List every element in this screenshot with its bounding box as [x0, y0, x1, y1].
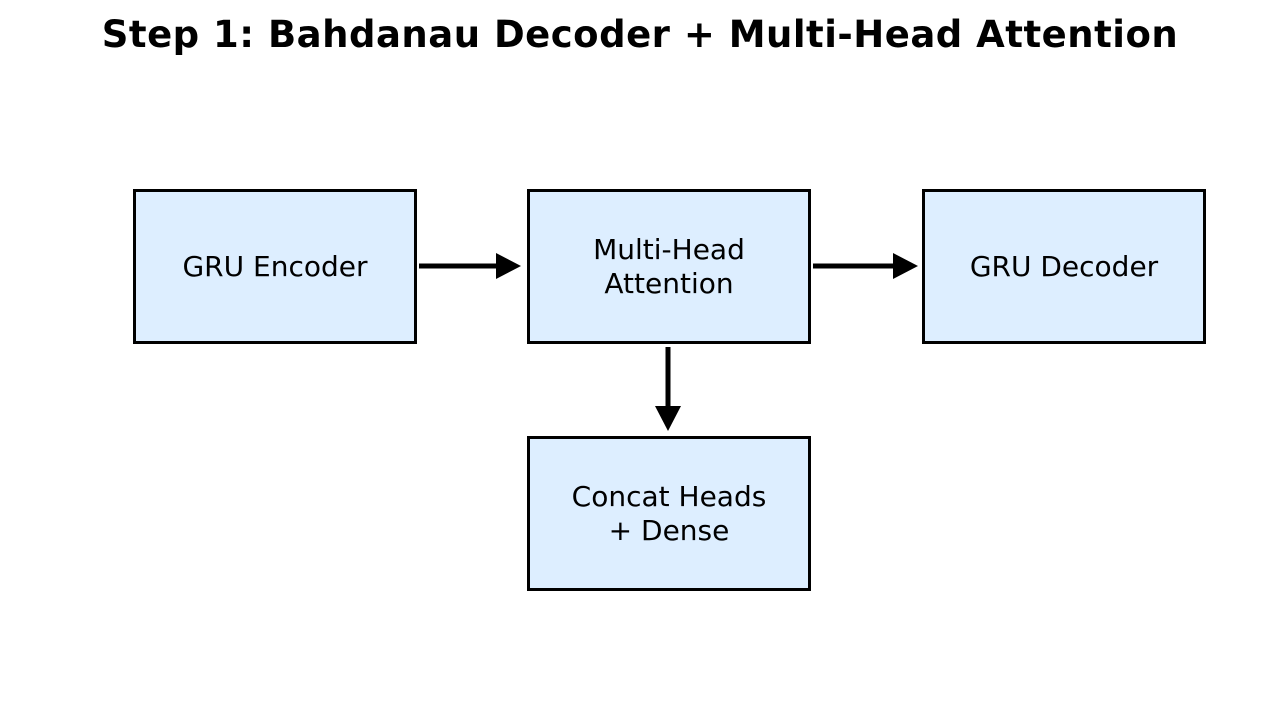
node-multi-head-attention-label-line-2: Attention — [604, 266, 734, 300]
diagram-title: Step 1: Bahdanau Decoder + Multi-Head At… — [101, 13, 1179, 56]
node-gru-encoder: GRU Encoder — [133, 189, 417, 344]
node-gru-encoder-label: GRU Encoder — [182, 249, 368, 283]
node-multi-head-attention-label-line-1: Multi-Head — [593, 232, 745, 266]
node-multi-head-attention: Multi-Head Attention — [527, 189, 811, 344]
node-gru-decoder: GRU Decoder — [922, 189, 1206, 344]
node-concat-heads-dense-label-line-1: Concat Heads — [571, 479, 767, 513]
node-gru-decoder-label: GRU Decoder — [969, 249, 1159, 283]
arrow-encoder-to-attention-icon — [419, 253, 521, 279]
arrow-attention-to-concat-icon — [655, 347, 681, 431]
arrow-attention-to-decoder-icon — [813, 253, 918, 279]
node-concat-heads-dense-label-line-2: + Dense — [608, 513, 730, 547]
node-concat-heads-dense: Concat Heads + Dense — [527, 436, 811, 591]
